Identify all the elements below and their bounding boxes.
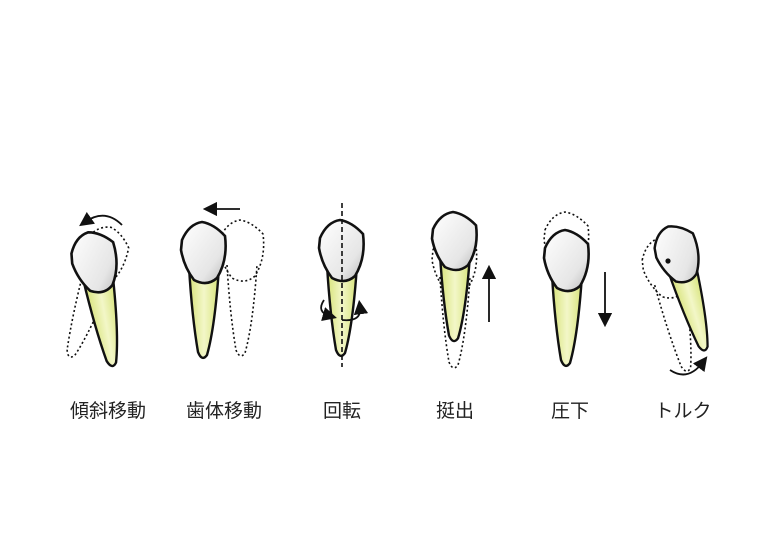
extrusion-movement — [430, 210, 497, 369]
label-rotation: 回転 — [323, 400, 361, 422]
torque-movement — [636, 219, 727, 377]
rotation-movement — [317, 203, 369, 367]
tooth-icon — [430, 210, 478, 343]
rotate-arrow-icon — [79, 211, 123, 227]
rotate-arrow-icon — [341, 299, 369, 322]
rotate-arrow-icon — [320, 299, 337, 321]
torque-arrow-icon — [669, 356, 708, 376]
tooth-icon — [647, 219, 727, 358]
tooth-icon — [542, 228, 590, 368]
label-bodily: 歯体移動 — [186, 400, 262, 422]
label-torque: トルク — [654, 400, 711, 422]
label-intrusion: 圧下 — [551, 400, 589, 422]
tipping-movement — [48, 211, 137, 372]
label-tipping: 傾斜移動 — [70, 400, 146, 422]
bodily-movement — [179, 201, 265, 360]
label-extrusion: 挺出 — [436, 400, 474, 422]
intrusion-movement — [542, 211, 613, 368]
center-point — [665, 258, 671, 264]
tooth-icon — [179, 220, 227, 360]
